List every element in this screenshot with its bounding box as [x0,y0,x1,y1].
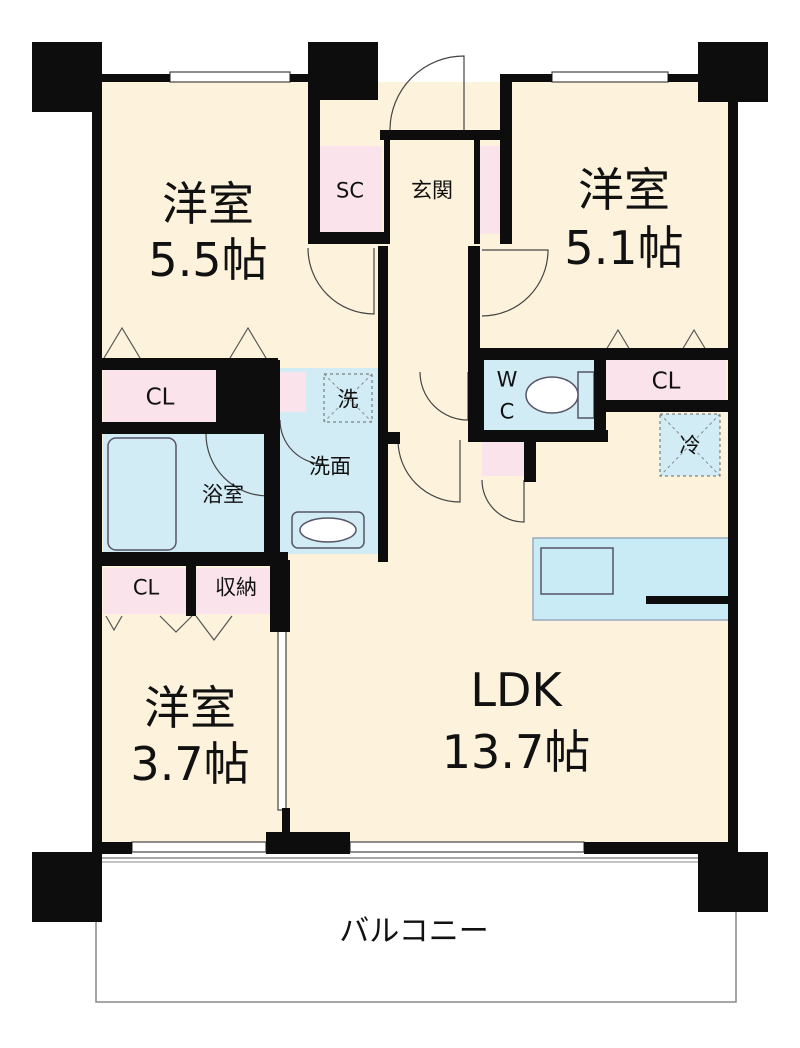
ldk-cabinet [482,442,524,476]
wc-label-w: W [496,367,518,392]
walls [92,74,738,858]
closet-sw-area [103,568,186,614]
room-name-western-nw: 洋室 [162,177,254,231]
closet-sw-label: CL [132,575,160,600]
room-name-western-ne: 洋室 [578,163,670,217]
sc-area [318,146,382,234]
fridge-label: 冷 [679,433,701,458]
door-swings [205,55,549,523]
entrance-label: 玄関 [411,178,453,203]
toilet-bowl [525,376,579,414]
bathtub [107,437,177,551]
room-size-ldk: 13.7帖 [441,725,591,779]
washer-label: 洗 [337,387,359,412]
basin-bowl [299,517,357,543]
closet-ne-area [604,358,726,402]
washroom-label: 洗面 [309,454,351,479]
entrance-shelf [478,146,504,234]
storage-label: 収納 [215,575,257,600]
room-size-western-nw: 5.5帖 [148,233,268,287]
entrance-area [388,146,476,234]
cooktop-bar [646,596,730,604]
balcony-label: バルコニー [339,914,489,949]
closet-nw-label: CL [145,384,175,411]
closet-door-marks [103,326,707,641]
room-size-western-sw: 3.7帖 [130,737,250,791]
washer-x2 [323,373,373,423]
storage-area [195,568,275,614]
washer-x1 [323,373,373,423]
room-size-western-ne: 5.1帖 [564,221,684,275]
sc-label: SC [336,178,364,203]
wc-label-c: C [499,399,515,424]
balcony-area [95,857,737,1003]
bathroom-label: 浴室 [202,482,244,507]
room-name-western-sw: 洋室 [144,681,236,735]
kitchen-sink [540,547,614,595]
pillars [32,42,768,922]
hall-cabinet [280,372,306,412]
room-name-ldk: LDK [470,663,562,717]
fridge-x2 [659,413,721,477]
closet-ne-label: CL [651,368,681,395]
closet-nw-area [103,370,216,422]
